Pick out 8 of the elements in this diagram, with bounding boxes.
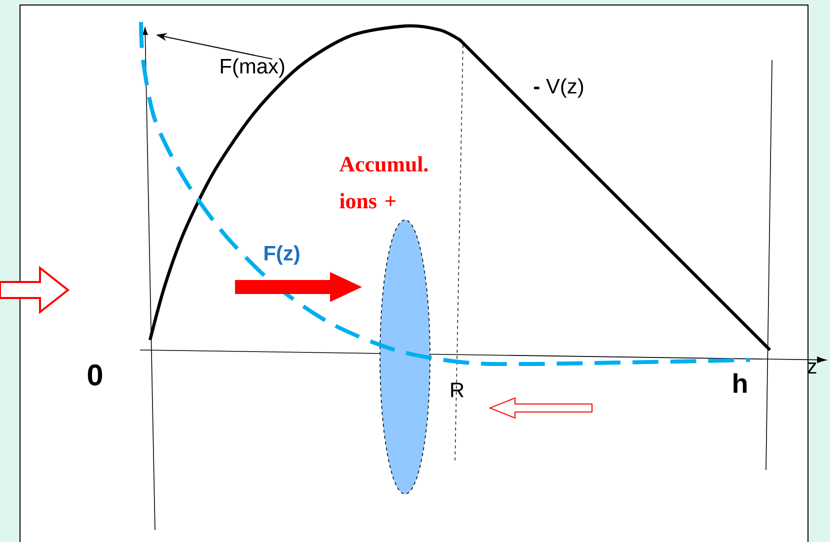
ion-cloud-ellipse (380, 220, 430, 494)
axis-label: 0 (88, 364, 102, 386)
curve-label: F(z) (264, 245, 300, 265)
curve-label: - V(z) (534, 78, 584, 98)
axis-label: F(max) (220, 58, 284, 78)
axis-label: h (734, 373, 747, 393)
y-axis (142, 27, 156, 530)
axis-label: R (451, 382, 464, 398)
